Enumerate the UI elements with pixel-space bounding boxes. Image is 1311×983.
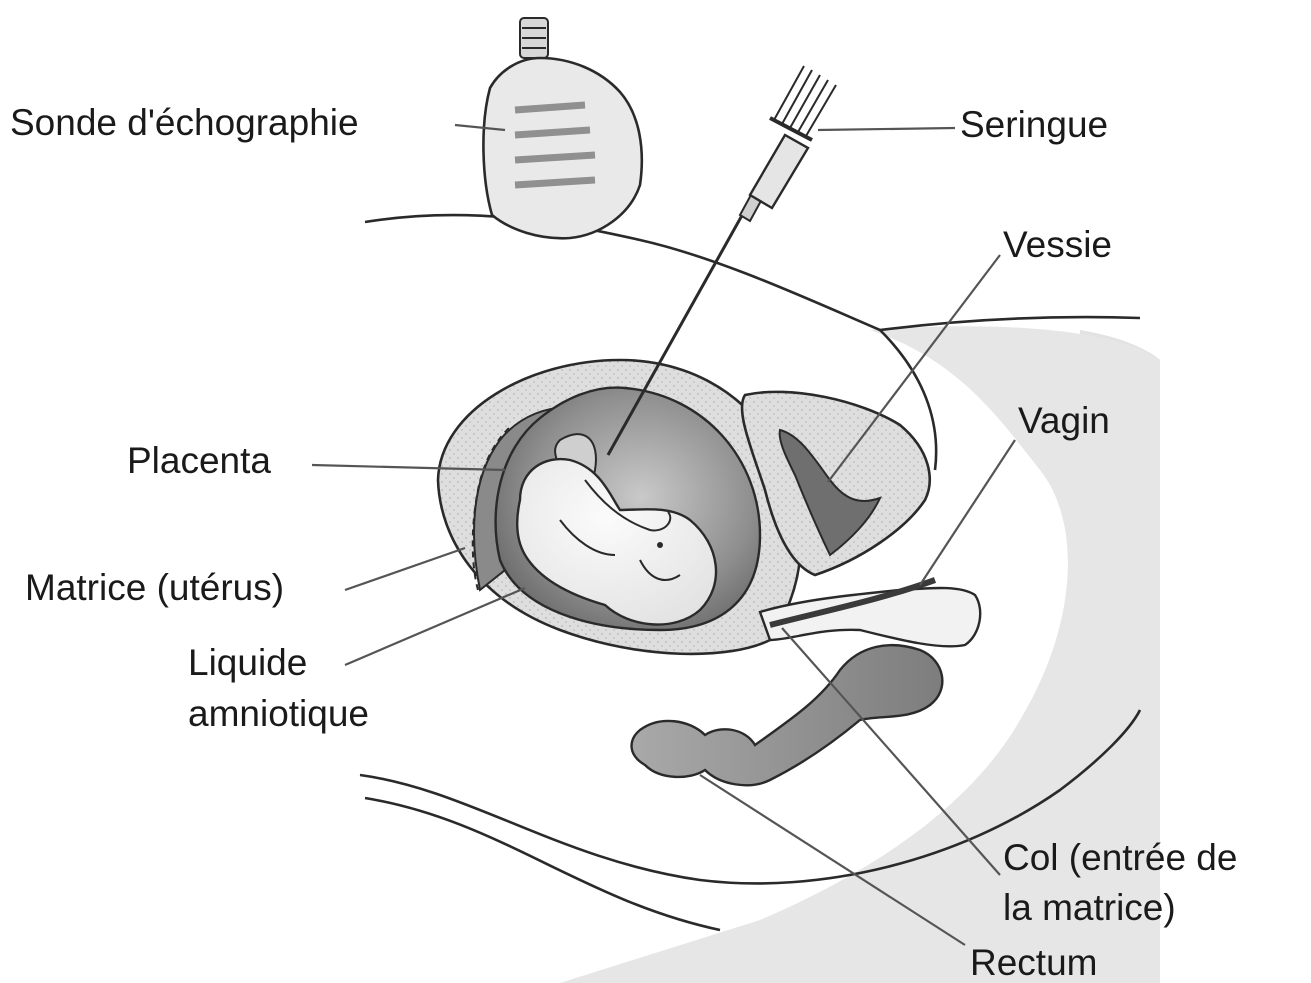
label-fluid-line1: Liquide [188,642,307,683]
label-cervix-line2: la matrice) [1003,887,1176,928]
label-bladder: Vessie [1003,224,1112,265]
label-syringe: Seringue [960,104,1108,145]
label-placenta: Placenta [127,440,271,481]
label-vagina: Vagin [1018,400,1110,441]
ultrasound-probe [483,18,641,238]
label-probe: Sonde d'échographie [10,102,359,143]
label-fluid-line2: amniotique [188,693,369,734]
leader-syringe [818,128,955,130]
label-rectum: Rectum [970,942,1097,983]
label-cervix-line1: Col (entrée de [1003,837,1237,878]
label-uterus: Matrice (utérus) [25,567,284,608]
